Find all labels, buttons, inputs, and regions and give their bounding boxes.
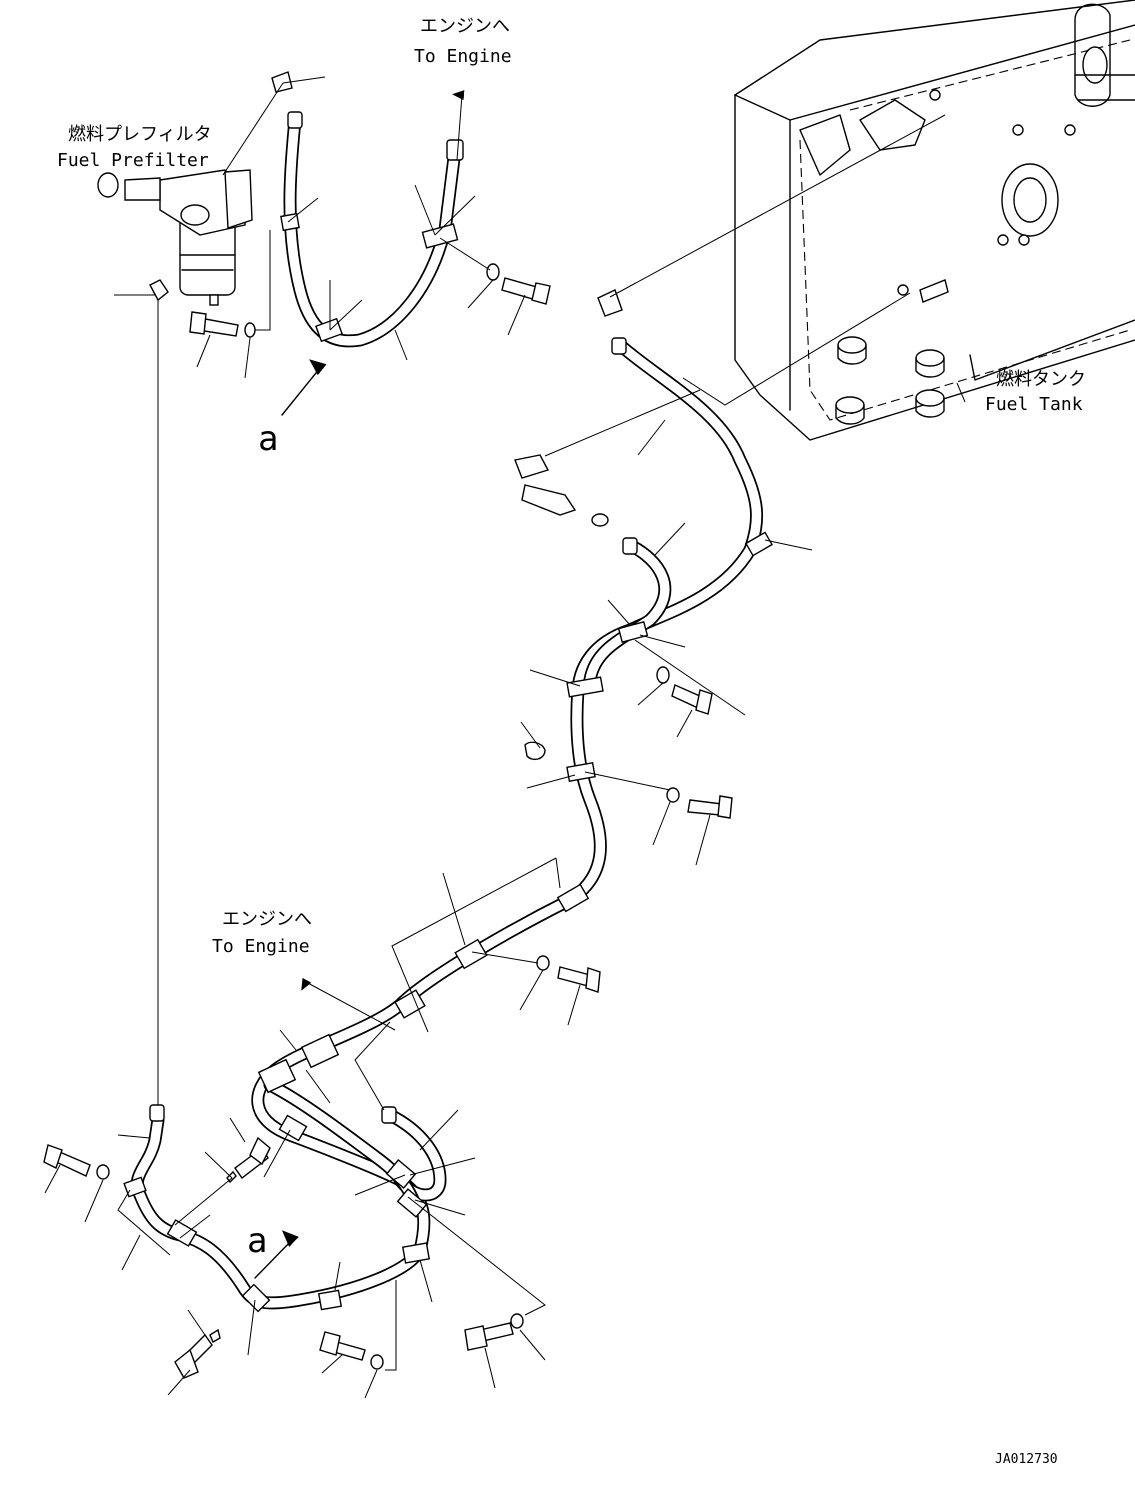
to-engine-top-label-en: To Engine [414,46,512,67]
fuel-tank [734,0,1135,441]
to-engine-mid-label-jp: エンジンへ [222,909,312,930]
fuel-prefilter-label-jp: 燃料プレフィルタ [68,124,212,145]
to-engine-mid-label-en: To Engine [212,936,310,957]
drawing-number: JA012730 [995,1452,1058,1467]
fuel-tank-label-jp: 燃料タンク [996,369,1086,390]
fuel-prefilter [97,169,253,306]
view-a-label-bottom: a [247,1221,267,1261]
view-a-label-top: a [258,419,278,459]
fuel-prefilter-label-en: Fuel Prefilter [57,150,209,171]
to-engine-top-label-jp: エンジンへ [420,16,510,37]
fittings-and-bolts [43,71,733,1379]
leader-lines [44,76,966,1399]
fuel-hoses [130,113,764,1310]
hose-clamps [123,212,773,1313]
fuel-tank-label-en: Fuel Tank [985,394,1083,415]
